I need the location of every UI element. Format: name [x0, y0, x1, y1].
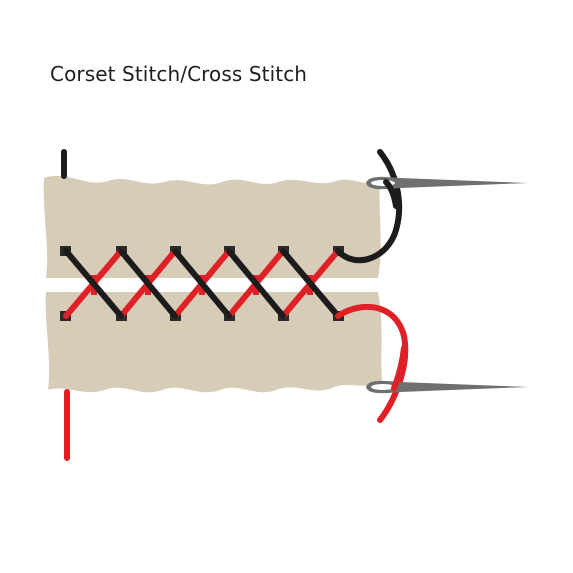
- red-thread-through-eye: [391, 345, 407, 391]
- lower-needle: [366, 380, 528, 394]
- black-thread-diagonals: [63, 248, 341, 319]
- diagram-title: Corset Stitch/Cross Stitch: [50, 62, 308, 86]
- black-thread-through-eye: [383, 179, 399, 209]
- red-thread-to-needle: [335, 303, 409, 423]
- upper-fabric-strip: [43, 175, 381, 278]
- black-thread-to-needle: [335, 149, 403, 264]
- lower-fabric-strip: [45, 292, 383, 393]
